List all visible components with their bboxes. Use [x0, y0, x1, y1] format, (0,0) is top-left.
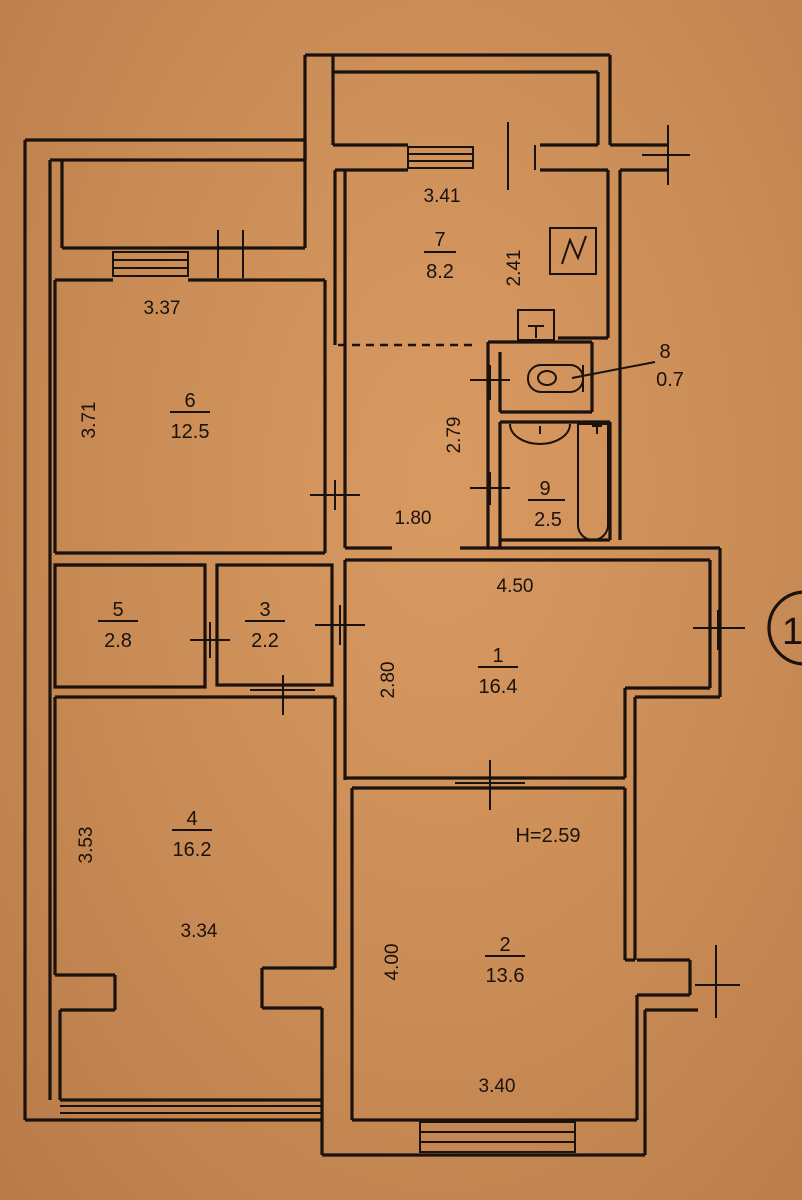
walls [23, 53, 722, 1157]
room-6-area: 12.5 [171, 421, 210, 443]
room-7-number: 7 [434, 229, 445, 251]
dim-hall-width: 1.80 [395, 508, 432, 529]
bathtub-icon [577, 423, 609, 541]
dim-hall-depth: 2.79 [444, 417, 465, 454]
room-8-number: 8 [659, 341, 670, 363]
room-9-number: 9 [539, 478, 550, 500]
windows [60, 146, 576, 1153]
dim-room4-depth: 3.53 [76, 827, 97, 864]
room-7-area: 8.2 [426, 261, 454, 283]
gas-stove-icon [549, 227, 597, 275]
door-ticks [190, 122, 745, 1018]
room-1-area: 16.4 [479, 676, 518, 698]
room-9-area: 2.5 [534, 509, 562, 531]
room-2-area: 13.6 [486, 965, 525, 987]
room-3-number: 3 [259, 599, 270, 621]
ceiling-height: H=2.59 [515, 825, 580, 847]
room-8-area: 0.7 [656, 369, 684, 391]
dim-room7-depth: 2.41 [504, 250, 525, 287]
room-5-number: 5 [112, 599, 123, 621]
dim-room2-width: 3.40 [479, 1076, 516, 1097]
room-3-area: 2.2 [251, 630, 279, 652]
room-6-number: 6 [184, 390, 195, 412]
dim-room2-depth: 4.00 [382, 944, 403, 981]
axis-marker: 1 [767, 590, 802, 666]
room-2-number: 2 [499, 934, 510, 956]
washbasin-icon [509, 423, 571, 445]
room-4-area: 16.2 [173, 839, 212, 861]
room-4-number: 4 [186, 808, 197, 830]
room-labels: 7 8.2 6 12.5 8 0.7 9 2.5 5 2.8 3 2.2 1 1… [98, 229, 684, 987]
axis-marker-label: 1 [782, 611, 802, 653]
fixtures [509, 227, 656, 541]
dim-room7-width: 3.41 [424, 186, 461, 207]
dim-room1-depth: 2.80 [378, 662, 399, 699]
dim-room6-width: 3.37 [144, 298, 181, 319]
sink-icon [517, 309, 555, 341]
dim-room6-depth: 3.71 [79, 402, 100, 439]
room-5-area: 2.8 [104, 630, 132, 652]
leader-line [571, 361, 656, 379]
dimensions: 3.41 2.41 3.37 3.71 2.79 1.80 4.50 2.80 … [76, 186, 533, 1097]
room-1-number: 1 [492, 645, 503, 667]
dim-room4-width: 3.34 [181, 921, 218, 942]
dim-room1-width: 4.50 [497, 576, 534, 597]
